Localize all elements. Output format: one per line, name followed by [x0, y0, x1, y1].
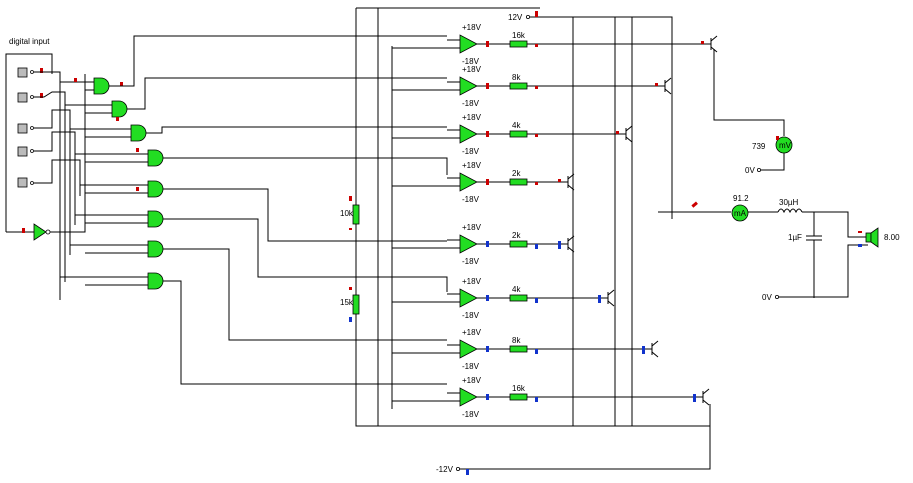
stage-6-minus-label: -18V [462, 311, 480, 320]
inductor: 30µH [777, 198, 803, 214]
speaker-icon [858, 227, 879, 248]
capacitor-label: 1µF [788, 233, 802, 242]
capacitor: 1µF [788, 212, 822, 298]
stage-6-plus-label: +18V [462, 277, 482, 286]
stage-8-plus-label: +18V [462, 376, 482, 385]
stage-7-minus-label: -18V [462, 362, 480, 371]
speaker-label: 8.00 [884, 233, 900, 242]
stage-8-resistor-label: 16k [512, 384, 526, 393]
input-switch-4[interactable] [17, 146, 34, 157]
stage-1-minus-label: -18V [462, 57, 480, 66]
stage-1-plus-label: +18V [462, 23, 482, 32]
ladder-resistor-10k-label: 10k [340, 209, 354, 218]
stage-7-plus-label: +18V [462, 328, 482, 337]
input-switches [5, 53, 81, 300]
supply-negative: -12V [436, 404, 711, 475]
and-gate-5 [80, 180, 164, 198]
and-gate-6 [75, 210, 164, 228]
inverter-gate [6, 74, 86, 241]
stage-6: +18V -18V 4k [392, 277, 615, 320]
supply-positive: 12V [508, 11, 673, 219]
and-gates [60, 77, 164, 290]
voltmeter-unit: mV [779, 141, 792, 150]
input-switch-5[interactable] [17, 177, 34, 188]
stage-2: +18V -18V 8k [392, 65, 672, 108]
ladder-resistor-15k [349, 287, 360, 322]
output-section: mV 739 0V mA 91.2 30µH 1µF 0V [572, 17, 900, 426]
and-gate-7 [70, 240, 164, 258]
ammeter-value: 91.2 [733, 194, 749, 203]
and-gate-2 [65, 100, 128, 121]
voltmeter: mV 739 [752, 136, 793, 154]
stage-2-resistor-label: 8k [512, 73, 521, 82]
stage-5-minus-label: -18V [462, 257, 480, 266]
stage-1-resistor-label: 16k [512, 31, 526, 40]
comparator-stages: +18V-18V16k+18V-18V8k+18V-18V4k+18V-18V2… [392, 23, 718, 419]
and-gate-1 [60, 77, 123, 95]
stage-8-minus-label: -18V [462, 410, 480, 419]
ammeter-unit: mA [734, 209, 747, 218]
stage-5-resistor-label: 2k [512, 231, 521, 240]
stage-4: +18V -18V 2k [392, 161, 575, 204]
and-gate-3 [70, 124, 147, 152]
stage-3: +18V -18V 4k [392, 113, 633, 156]
stage-3-plus-label: +18V [462, 113, 482, 122]
stage-2-plus-label: +18V [462, 65, 482, 74]
stage-3-resistor-label: 4k [512, 121, 521, 130]
ladder-resistor-15k-label: 15k [340, 298, 354, 307]
stage-4-minus-label: -18V [462, 195, 480, 204]
gate-output-wires [109, 35, 448, 385]
inductor-label: 30µH [779, 198, 799, 207]
title-label: digital input [9, 37, 50, 46]
stage-7: +18V -18V 8k [392, 328, 659, 371]
supply-negative-label: -12V [436, 465, 454, 474]
reference-ladder: 10k 15k [340, 7, 710, 427]
stage-5-plus-label: +18V [462, 223, 482, 232]
voltmeter-value: 739 [752, 142, 766, 151]
ladder-resistor-10k [349, 196, 360, 230]
output-ground-label: 0V [762, 293, 772, 302]
input-switch-3[interactable] [17, 123, 34, 134]
ammeter: mA 91.2 [731, 194, 749, 222]
stage-4-resistor-label: 2k [512, 169, 521, 178]
input-switch-1[interactable] [17, 67, 43, 78]
and-gate-4 [75, 149, 164, 167]
stage-8: +18V -18V 16k [392, 376, 710, 419]
input-switch-2[interactable] [17, 92, 43, 103]
stage-5: +18V -18V 2k [392, 223, 575, 266]
supply-positive-label: 12V [508, 13, 523, 22]
stage-1: +18V -18V 16k [392, 23, 718, 66]
and-gate-8 [60, 272, 164, 290]
voltmeter-ground-label: 0V [745, 166, 755, 175]
stage-3-minus-label: -18V [462, 147, 480, 156]
stage-6-resistor-label: 4k [512, 285, 521, 294]
stage-7-resistor-label: 8k [512, 336, 521, 345]
stage-2-minus-label: -18V [462, 99, 480, 108]
stage-4-plus-label: +18V [462, 161, 482, 170]
